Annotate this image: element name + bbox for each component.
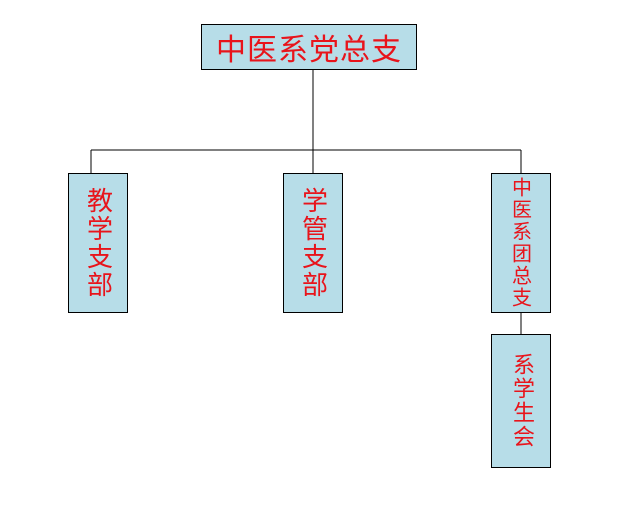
management-branch-label: 学管支部	[297, 187, 328, 299]
teaching-branch-label: 教学支部	[82, 187, 113, 299]
youth-league-label: 中医系团总支	[508, 177, 533, 309]
grandchild-node-student-union: 系学生会	[491, 334, 551, 468]
child-node-teaching-branch: 教学支部	[68, 173, 128, 313]
student-union-label: 系学生会	[509, 353, 534, 449]
child-node-youth-league: 中医系团总支	[491, 173, 551, 313]
root-node-party-branch: 中医系党总支	[201, 24, 417, 70]
root-node-label: 中医系党总支	[216, 33, 402, 68]
child-node-management-branch: 学管支部	[283, 173, 343, 313]
